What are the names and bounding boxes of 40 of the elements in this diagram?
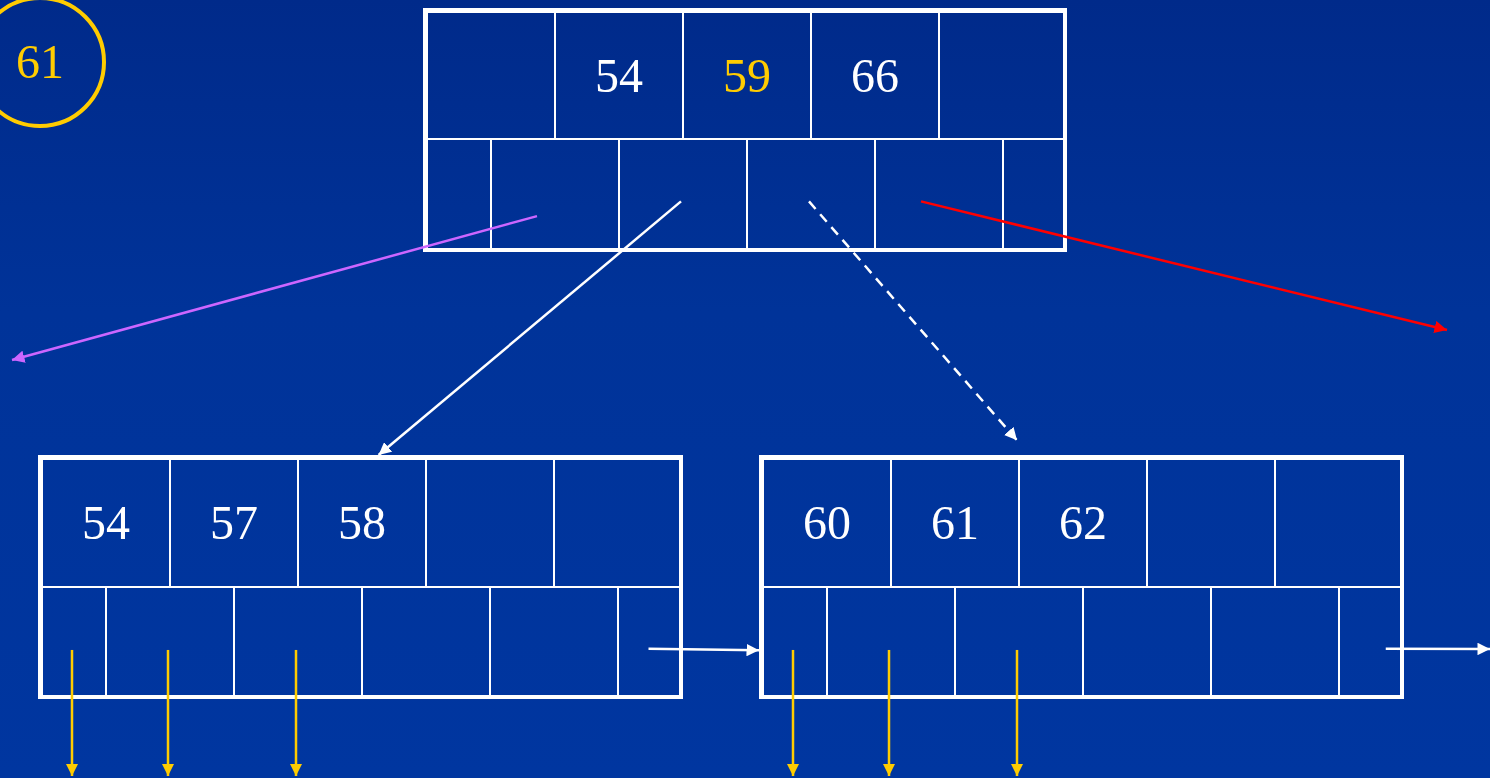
arrow — [289, 649, 303, 776]
key-cell — [555, 12, 683, 139]
arrow — [920, 200, 1448, 334]
arrow — [1010, 649, 1024, 776]
key-value: 54 — [82, 499, 130, 547]
tree-cell — [1275, 459, 1403, 587]
tree-cell — [426, 459, 554, 587]
tree-cell — [554, 459, 682, 587]
key-value: 66 — [851, 51, 899, 100]
key-value: 62 — [1059, 499, 1107, 547]
arrow — [786, 649, 800, 776]
key-value: 60 — [803, 499, 851, 547]
arrow — [882, 649, 896, 776]
key-value: 57 — [210, 499, 258, 547]
tree-cell — [427, 12, 555, 139]
key-value: 61 — [16, 38, 64, 86]
key-cell — [891, 459, 1019, 587]
key-cell — [170, 459, 298, 587]
arrow — [808, 200, 1018, 442]
tree-node-box — [38, 455, 683, 699]
arrow — [65, 649, 79, 776]
key-value: 61 — [931, 499, 979, 547]
key-cell — [683, 12, 811, 139]
arrow — [161, 649, 175, 776]
arrow — [648, 643, 759, 657]
key-value: 58 — [338, 499, 386, 547]
key-cell — [42, 459, 170, 587]
tree-node-box — [759, 455, 1404, 699]
tree-node-box — [423, 8, 1067, 252]
key-circle — [0, 0, 106, 128]
key-cell — [1019, 459, 1147, 587]
tree-cell — [1147, 459, 1275, 587]
key-cell — [298, 459, 426, 587]
arrow — [377, 200, 682, 456]
key-value: 59 — [723, 51, 771, 100]
key-cell — [763, 459, 891, 587]
arrow — [11, 214, 538, 363]
arrow — [1385, 642, 1490, 656]
key-cell — [811, 12, 939, 139]
key-value: 54 — [595, 51, 643, 100]
